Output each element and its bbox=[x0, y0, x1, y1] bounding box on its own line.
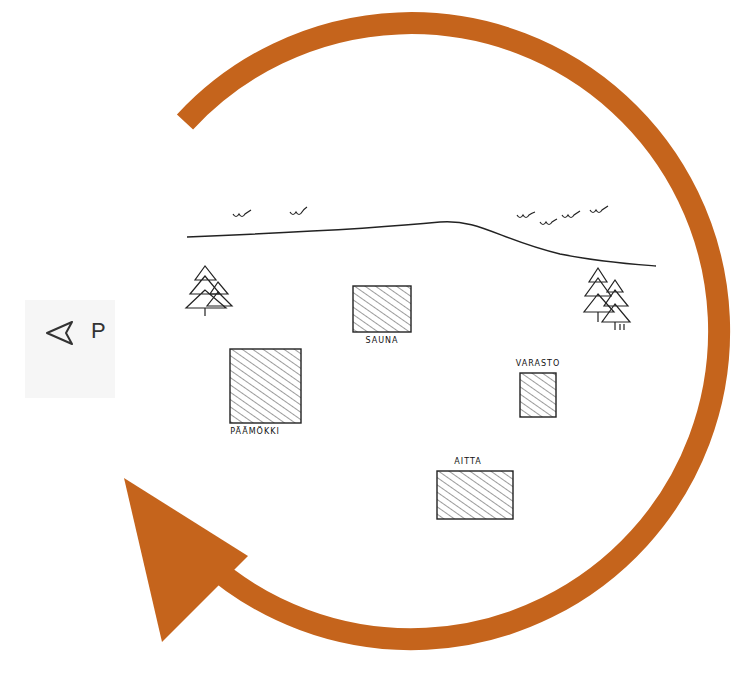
building: AITTA bbox=[436, 470, 514, 520]
building: VARASTO bbox=[519, 372, 557, 418]
tree bbox=[584, 268, 630, 330]
building-outline bbox=[353, 286, 411, 332]
hatched-building bbox=[229, 348, 302, 424]
hatched-building bbox=[352, 285, 412, 333]
north-panel bbox=[25, 300, 115, 398]
north-arrow-icon bbox=[47, 322, 72, 344]
building: SAUNA bbox=[352, 285, 412, 333]
arrow-head bbox=[124, 478, 248, 642]
building-label: VARASTO bbox=[516, 359, 560, 368]
rotation-arrow bbox=[185, 23, 719, 639]
hatched-building bbox=[519, 372, 557, 418]
tree bbox=[186, 266, 232, 316]
building-label: SAUNA bbox=[365, 336, 398, 345]
building: PÄÄMÖKKI bbox=[229, 348, 302, 424]
shore-line bbox=[187, 222, 656, 266]
hatched-building bbox=[436, 470, 514, 520]
wave-marks bbox=[233, 206, 608, 225]
building-label: PÄÄMÖKKI bbox=[230, 427, 280, 436]
building-label: AITTA bbox=[454, 457, 481, 466]
north-label: P bbox=[91, 318, 106, 344]
building-outline bbox=[437, 471, 513, 519]
building-outline bbox=[230, 349, 301, 423]
building-outline bbox=[520, 373, 556, 417]
